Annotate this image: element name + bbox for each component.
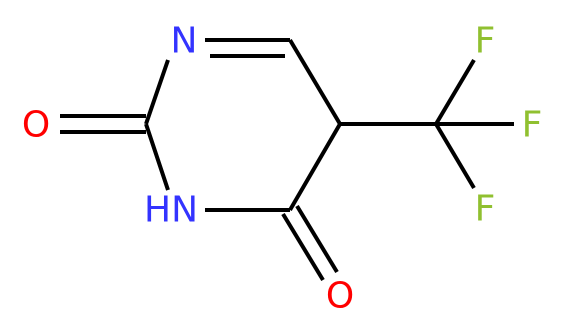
- bond-c-f-top: [434, 58, 476, 126]
- atom-f-top: F: [475, 21, 496, 62]
- bond-c2-n3: [144, 59, 170, 125]
- bond-c6-o: [281, 212, 325, 282]
- atom-f-right: F: [522, 105, 543, 146]
- atom-o-left: O: [22, 105, 50, 146]
- bond-n1-c2: [144, 123, 170, 191]
- atom-o-bottom: O: [326, 276, 354, 317]
- atom-f-bottom: F: [475, 189, 496, 230]
- bond-group: [60, 38, 514, 282]
- atom-n-amide: HN: [144, 190, 198, 231]
- atom-label-group: N HN O O F F F: [22, 21, 543, 317]
- bond-c5-c6: [288, 122, 342, 212]
- bond-c-f-bottom: [434, 122, 476, 190]
- atom-n-imine: N: [171, 21, 198, 62]
- bond-c4-c5: [288, 38, 342, 126]
- bond-c6-o-second: [295, 204, 339, 274]
